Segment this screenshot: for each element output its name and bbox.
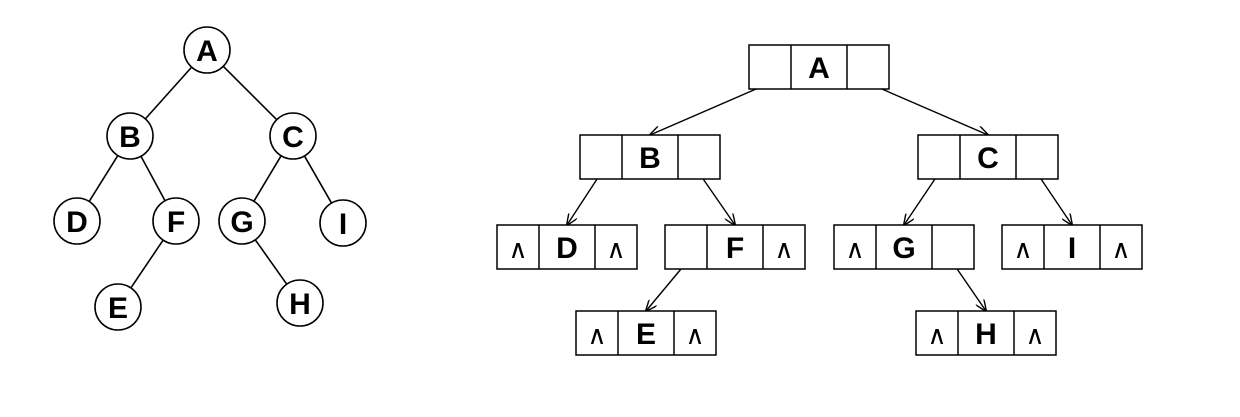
right-null-symbol: ∧ [774, 234, 793, 264]
linked-node-label: A [808, 52, 830, 85]
tree-node-label: I [339, 208, 347, 241]
pointer-arrow-c-g [904, 172, 940, 225]
pointer-arrow-c-i [1036, 172, 1072, 225]
pointer-arrow-f-e [646, 262, 687, 311]
linked-node-e: E ∧ ∧ [575, 310, 717, 356]
tree-edge-f-e [130, 239, 164, 289]
linked-node-i: I ∧ ∧ [1001, 224, 1143, 270]
linked-node-box [915, 310, 1057, 356]
linked-node-label: E [636, 318, 656, 351]
tree-edge-g-h [254, 239, 288, 285]
linked-pointers [567, 82, 1072, 311]
tree-node-circle [53, 197, 101, 245]
tree-node-circle [94, 283, 142, 331]
tree-node-e: E [94, 283, 142, 331]
tree-node-g: G [218, 197, 266, 245]
tree-node-circle [319, 199, 367, 247]
tree-node-circle [152, 197, 200, 245]
tree-node-label: D [66, 206, 88, 239]
pointer-arrow-a-c [867, 82, 988, 135]
right-null-symbol: ∧ [606, 234, 625, 264]
right-null-symbol: ∧ [1111, 234, 1130, 264]
linked-node-box [833, 224, 975, 270]
tree-node-c: C [269, 112, 317, 160]
linked-node-label: G [892, 232, 915, 265]
tree-node-label: G [230, 206, 253, 239]
left-null-symbol: ∧ [587, 320, 606, 350]
linked-node-box [579, 134, 721, 180]
tree-edge-c-i [303, 155, 333, 204]
tree-edge-b-f [140, 155, 166, 202]
tree-node-circle [276, 279, 324, 327]
tree-edge-a-b [144, 66, 193, 120]
tree-edge-a-c [222, 65, 278, 121]
tree-node-circle [269, 112, 317, 160]
tree-node-label: H [289, 288, 311, 321]
linked-node-h: H ∧ ∧ [915, 310, 1057, 356]
left-null-symbol: ∧ [845, 234, 864, 264]
linked-node-label: B [639, 142, 661, 175]
tree-node-label: C [282, 121, 304, 154]
left-null-symbol: ∧ [927, 320, 946, 350]
tree-node-h: H [276, 279, 324, 327]
linked-node-box [917, 134, 1059, 180]
linked-node-label: H [975, 318, 997, 351]
pointer-arrow-g-h [952, 262, 986, 311]
linked-node-g: G∧ [833, 224, 975, 270]
tree-node-f: F [152, 197, 200, 245]
linked-node-label: I [1068, 232, 1076, 265]
right-null-symbol: ∧ [1025, 320, 1044, 350]
tree-edges [88, 65, 333, 289]
left-null-symbol: ∧ [1013, 234, 1032, 264]
right-null-symbol: ∧ [685, 320, 704, 350]
tree-node-label: A [196, 35, 218, 68]
tree-node-circle [106, 112, 154, 160]
linked-node-box [664, 224, 806, 270]
pointer-arrow-b-d [567, 172, 602, 225]
linked-node-d: D ∧ ∧ [496, 224, 638, 270]
tree-nodes: A B C D F G I E H [53, 26, 367, 331]
linked-node-label: D [556, 232, 578, 265]
tree-node-b: B [106, 112, 154, 160]
tree-node-label: F [167, 206, 185, 239]
tree-node-label: B [119, 121, 141, 154]
linked-node-box [575, 310, 717, 356]
tree-node-a: A [183, 26, 231, 74]
linked-node-c: C [917, 134, 1059, 180]
tree-node-circle [183, 26, 231, 74]
linked-node-b: B [579, 134, 721, 180]
linked-node-f: F∧ [664, 224, 806, 270]
tree-edge-c-g [253, 155, 282, 202]
linked-node-box [1001, 224, 1143, 270]
linked-node-box [748, 44, 890, 90]
left-null-symbol: ∧ [508, 234, 527, 264]
pointer-arrow-a-b [650, 82, 771, 135]
linked-node-label: C [977, 142, 999, 175]
pointer-arrow-b-f [698, 172, 735, 225]
tree-edge-b-d [88, 155, 119, 202]
tree-node-label: E [108, 292, 128, 325]
linked-node-box [496, 224, 638, 270]
tree-node-d: D [53, 197, 101, 245]
linked-node-label: F [726, 232, 744, 265]
tree-node-i: I [319, 199, 367, 247]
tree-node-circle [218, 197, 266, 245]
linked-node-a: A [748, 44, 890, 90]
